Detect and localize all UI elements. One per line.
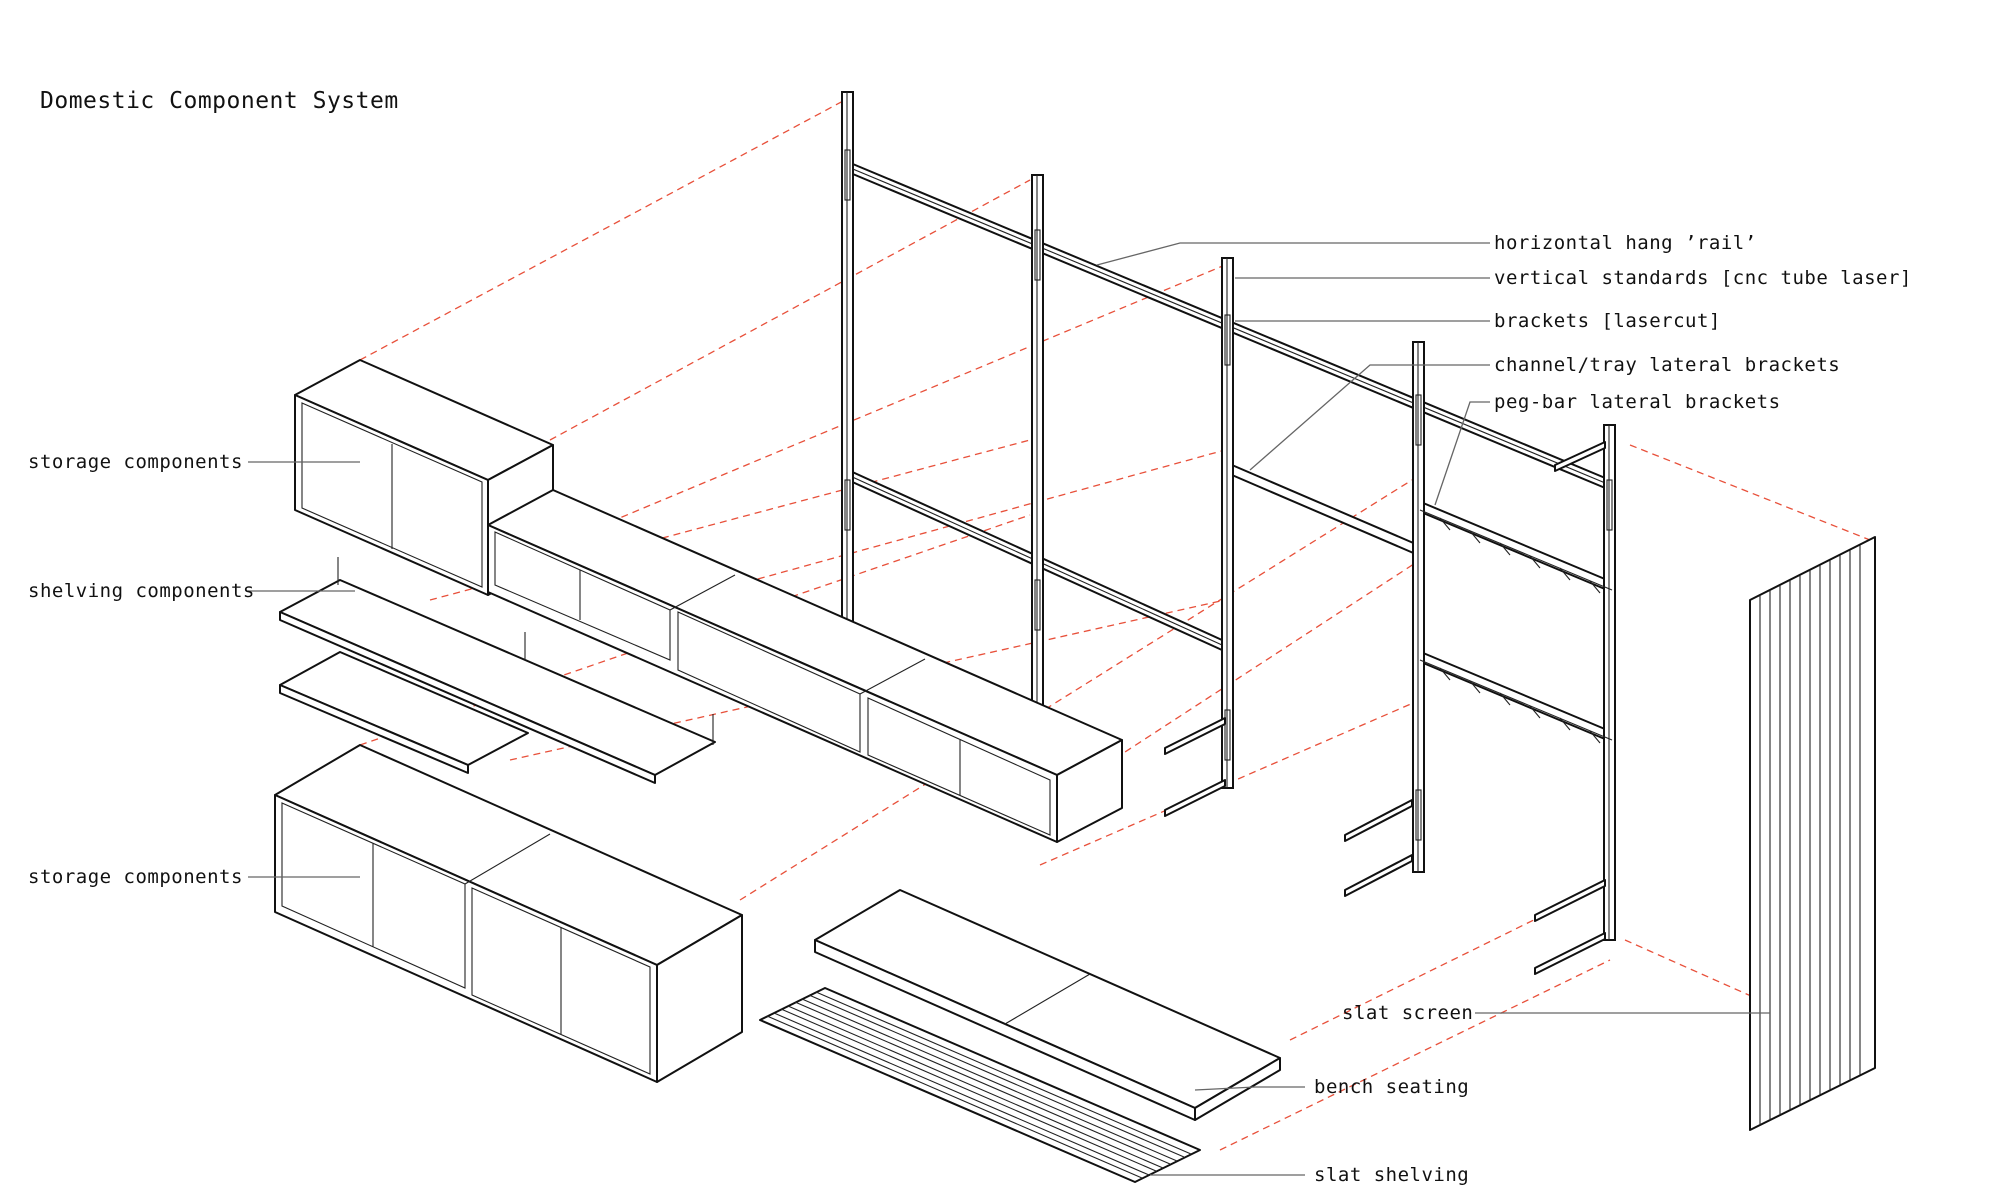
label-storage-lower: storage components: [28, 866, 243, 888]
peg-bar-lateral-brackets: [1419, 509, 1613, 744]
vertical-standard: [1603, 424, 1616, 941]
lower-storage-cabinets: [274, 744, 743, 1083]
label-slat-screen: slat screen: [1342, 1002, 1473, 1024]
loose-brackets: [1164, 441, 1606, 975]
vertical-standard: [841, 91, 854, 623]
slat-shelving: [759, 987, 1201, 1183]
label-shelving: shelving components: [28, 580, 255, 602]
label-vertical-standards: vertical standards [cnc tube laser]: [1494, 267, 1912, 289]
diagram-title: Domestic Component System: [40, 88, 399, 114]
label-storage-upper: storage components: [28, 451, 243, 473]
frame-system: [841, 91, 1616, 975]
upper-storage-cabinets: [294, 359, 1123, 843]
label-horizontal-rail: horizontal hang ’rail’: [1494, 232, 1757, 254]
label-brackets: brackets [lasercut]: [1494, 310, 1721, 332]
label-slat-shelving: slat shelving: [1314, 1164, 1469, 1186]
label-bench-seating: bench seating: [1314, 1076, 1469, 1098]
bench-seating: [814, 889, 1281, 1121]
shelving-components: [279, 557, 716, 784]
label-channel-tray: channel/tray lateral brackets: [1494, 354, 1840, 376]
leader-lines: [248, 242, 1770, 1176]
label-peg-bar: peg-bar lateral brackets: [1494, 391, 1781, 413]
vertical-standard: [1221, 257, 1234, 789]
callout-labels: horizontal hang ’rail’ vertical standard…: [28, 232, 1912, 1186]
vertical-standard: [1031, 174, 1044, 706]
vertical-standard: [1412, 341, 1425, 873]
slat-screen: [1749, 536, 1876, 1131]
